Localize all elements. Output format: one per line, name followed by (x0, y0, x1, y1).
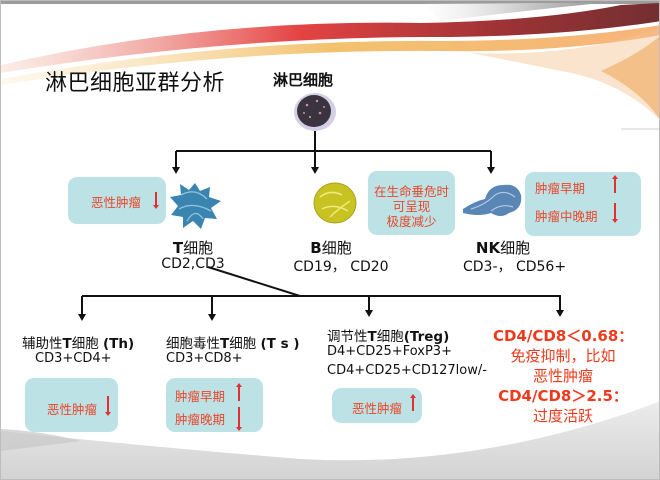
b-cell-markers: CD19， CD20 (293, 259, 389, 275)
th-note-text: 恶性肿瘤 (47, 402, 98, 417)
arrowhead-nk (487, 167, 495, 174)
treg-subset-markers-2: CD4+CD25+CD127low/- (327, 363, 487, 378)
treg-subset-markers-1: D4+CD25+FoxP3+ (327, 344, 452, 359)
arrowhead-ratio (556, 310, 564, 317)
t-cell-note-text: 恶性肿瘤 (91, 195, 142, 210)
ratio-low-desc-2: 恶性肿瘤 (532, 367, 593, 385)
b-cell-note-line-1: 在生命垂危时 (373, 184, 449, 199)
t-cell-name: T细胞 (172, 239, 214, 257)
arrowhead-t (172, 167, 180, 174)
lymphocyte-cell-icon (294, 93, 336, 131)
ts-note-line-2: 肿瘤晚期 (175, 412, 226, 427)
t-cell-markers: CD2,CD3 (161, 256, 225, 272)
arrowhead-th (78, 314, 86, 321)
th-note-box: 恶性肿瘤 (25, 378, 118, 432)
ratio-high-label: CD4/CD8＞2.5： (498, 387, 628, 405)
nk-cell-name: NK细胞 (475, 239, 531, 257)
root-cell-label: 淋巴细胞 (273, 71, 334, 89)
t-cell-icon (170, 183, 221, 229)
nk-cell-note-line-2: 肿瘤中晚期 (535, 209, 598, 224)
trend-down-icon (153, 192, 159, 209)
th-subset-markers: CD3+CD4+ (35, 351, 112, 366)
treg-note-text: 恶性肿瘤 (352, 401, 403, 416)
th-subset-name: 辅助性T细胞 (Th) (22, 336, 135, 352)
nk-cell-note-line-1: 肿瘤早期 (535, 181, 586, 196)
ratio-low-label: CD4/CD8＜0.68： (493, 327, 634, 345)
trend-up-icon (236, 383, 242, 401)
connector-t-diagonal (207, 266, 301, 297)
arrowhead-b (311, 167, 319, 174)
ratio-low-desc-1: 免疫抑制，比如 (510, 347, 616, 365)
arrowhead-treg (365, 310, 373, 317)
treg-subset-name: 调节性T细胞(Treg) (327, 329, 450, 345)
ts-subset-name: 细胞毒性T细胞 (T s ) (166, 336, 300, 352)
arrowhead-ts (208, 314, 216, 321)
ts-subset-markers: CD3+CD8+ (166, 351, 243, 366)
trend-up-icon (410, 394, 416, 411)
trend-down-icon (236, 407, 242, 431)
t-cell-note-box: 恶性肿瘤 (68, 177, 166, 224)
b-cell-note-line-3: 极度减少 (386, 214, 437, 229)
ts-note-box: 肿瘤早期 肿瘤晚期 (166, 378, 263, 432)
page-title: 淋巴细胞亚群分析 (45, 71, 226, 96)
b-cell-name: B细胞 (310, 239, 352, 257)
b-cell-note-box: 在生命垂危时 可呈现 极度减少 (368, 171, 455, 235)
trend-down-icon (105, 396, 111, 416)
nk-cell-note-box: 肿瘤早期 肿瘤中晚期 (525, 172, 641, 236)
treg-note-box: 恶性肿瘤 (332, 388, 422, 423)
ts-note-line-1: 肿瘤早期 (175, 389, 226, 404)
trend-up-icon (612, 175, 618, 193)
b-cell-icon (313, 182, 357, 224)
ratio-high-desc: 过度活跃 (532, 407, 593, 425)
b-cell-note-line-2: 可呈现 (392, 199, 431, 214)
ratio-panel: CD4/CD8＜0.68： 免疫抑制，比如 恶性肿瘤 CD4/CD8＞2.5： … (493, 326, 633, 426)
nk-cell-icon (463, 184, 522, 216)
nk-cell-markers: CD3-， CD56+ (463, 259, 567, 275)
trend-down-icon (612, 203, 618, 223)
